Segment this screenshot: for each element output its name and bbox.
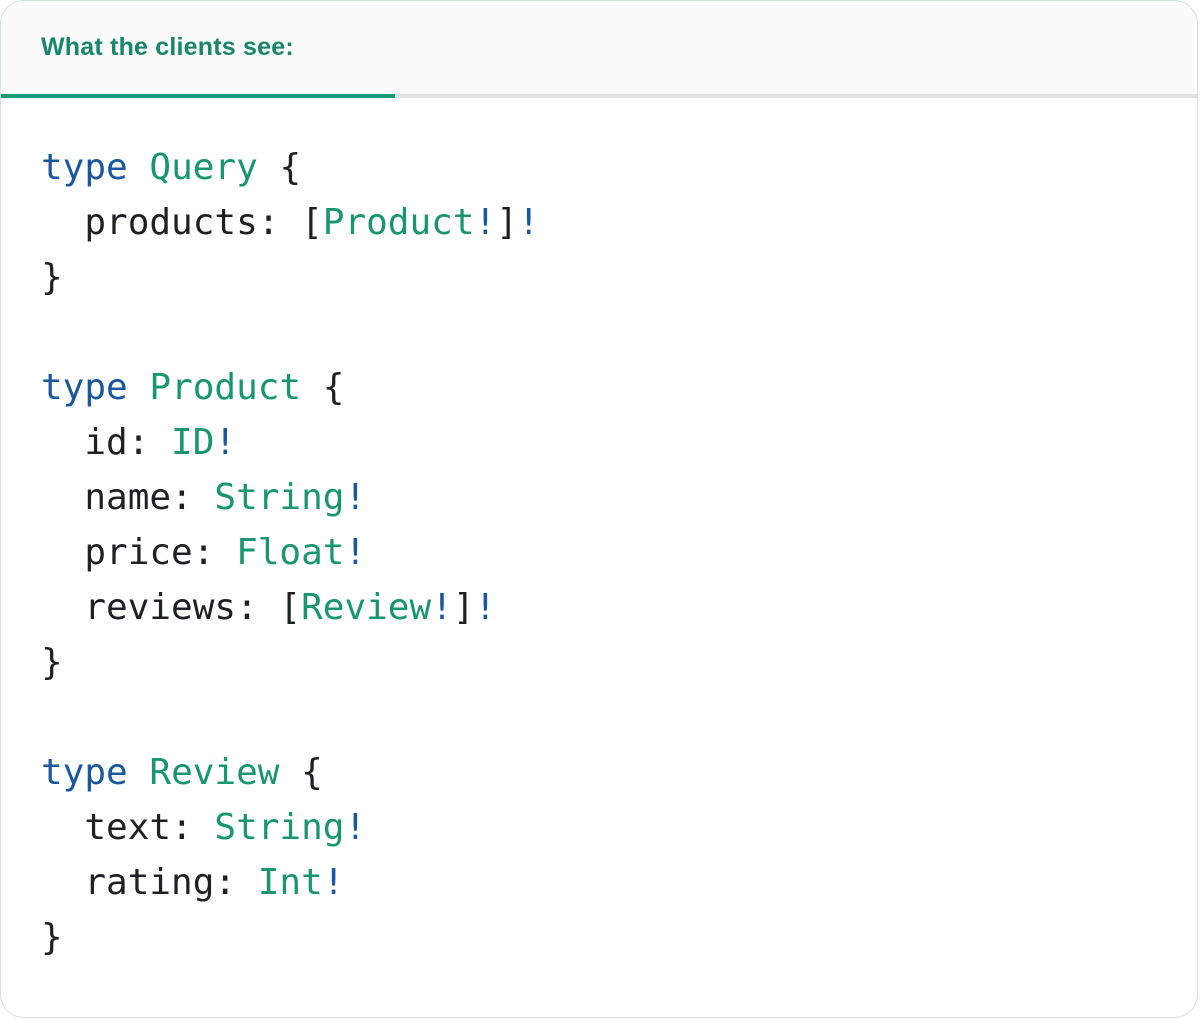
code-token-bang: ! xyxy=(344,532,367,573)
code-line: type Product { xyxy=(41,360,1157,415)
code-line: reviews: [Review!]! xyxy=(41,580,1157,635)
code-token-plain: [ xyxy=(279,587,302,628)
code-token-plain xyxy=(128,367,150,408)
code-token-plain: } xyxy=(41,642,63,683)
code-line: } xyxy=(41,250,1157,305)
code-token-bang: ! xyxy=(431,587,453,628)
tab-header: What the clients see: xyxy=(1,1,1197,94)
code-token-kw: type xyxy=(41,367,128,408)
code-token-type: Product xyxy=(149,367,302,408)
code-token-plain: id: xyxy=(41,422,172,463)
code-token-plain: } xyxy=(41,257,63,298)
code-token-type: Review xyxy=(301,587,432,628)
code-line: id: ID! xyxy=(41,415,1157,470)
code-token-plain: text: xyxy=(41,807,215,848)
active-tab-indicator xyxy=(1,94,395,98)
code-token-bang: ! xyxy=(474,587,497,628)
tab-divider xyxy=(1,94,1197,98)
code-line: rating: Int! xyxy=(41,855,1157,910)
code-line: } xyxy=(41,635,1157,690)
code-line: products: [Product!]! xyxy=(41,195,1157,250)
code-token-bang: ! xyxy=(517,202,540,243)
code-token-kw: type xyxy=(41,752,128,793)
code-token-bang: ! xyxy=(344,477,367,518)
code-line: type Query { xyxy=(41,140,1157,195)
code-token-type: String xyxy=(214,807,345,848)
code-token-plain: { xyxy=(257,147,302,188)
code-token-plain: { xyxy=(301,367,345,408)
code-token-type: Review xyxy=(149,752,280,793)
code-line xyxy=(41,690,1157,745)
code-token-type: Product xyxy=(322,202,475,243)
code-token-type: Int xyxy=(257,862,323,903)
code-line: } xyxy=(41,910,1157,965)
code-token-type: Float xyxy=(236,532,345,573)
tab-clients-see[interactable]: What the clients see: xyxy=(41,33,294,61)
code-token-plain xyxy=(128,147,150,188)
code-token-bang: ! xyxy=(474,202,497,243)
code-token-plain: ] xyxy=(496,202,518,243)
code-token-plain: } xyxy=(41,917,63,958)
code-token-plain: ] xyxy=(452,587,475,628)
code-token-plain: [ xyxy=(301,202,323,243)
code-line xyxy=(41,305,1157,360)
code-token-type: String xyxy=(214,477,345,518)
code-token-plain: reviews: xyxy=(41,587,280,628)
code-line: text: String! xyxy=(41,800,1157,855)
code-token-plain: price: xyxy=(41,532,237,573)
code-token-bang: ! xyxy=(344,807,367,848)
code-token-plain: rating: xyxy=(41,862,258,903)
code-token-plain: name: xyxy=(41,477,215,518)
code-line: name: String! xyxy=(41,470,1157,525)
code-token-type: Query xyxy=(149,147,258,188)
code-token-plain xyxy=(128,752,150,793)
code-token-bang: ! xyxy=(214,422,237,463)
code-token-plain: products: xyxy=(41,202,302,243)
code-token-type: ID xyxy=(171,422,215,463)
code-token-kw: type xyxy=(41,147,128,188)
code-token-plain: { xyxy=(279,752,323,793)
code-line: type Review { xyxy=(41,745,1157,800)
code-line: price: Float! xyxy=(41,525,1157,580)
code-block: type Query { products: [Product!]!} type… xyxy=(1,98,1197,965)
code-token-bang: ! xyxy=(322,862,345,903)
